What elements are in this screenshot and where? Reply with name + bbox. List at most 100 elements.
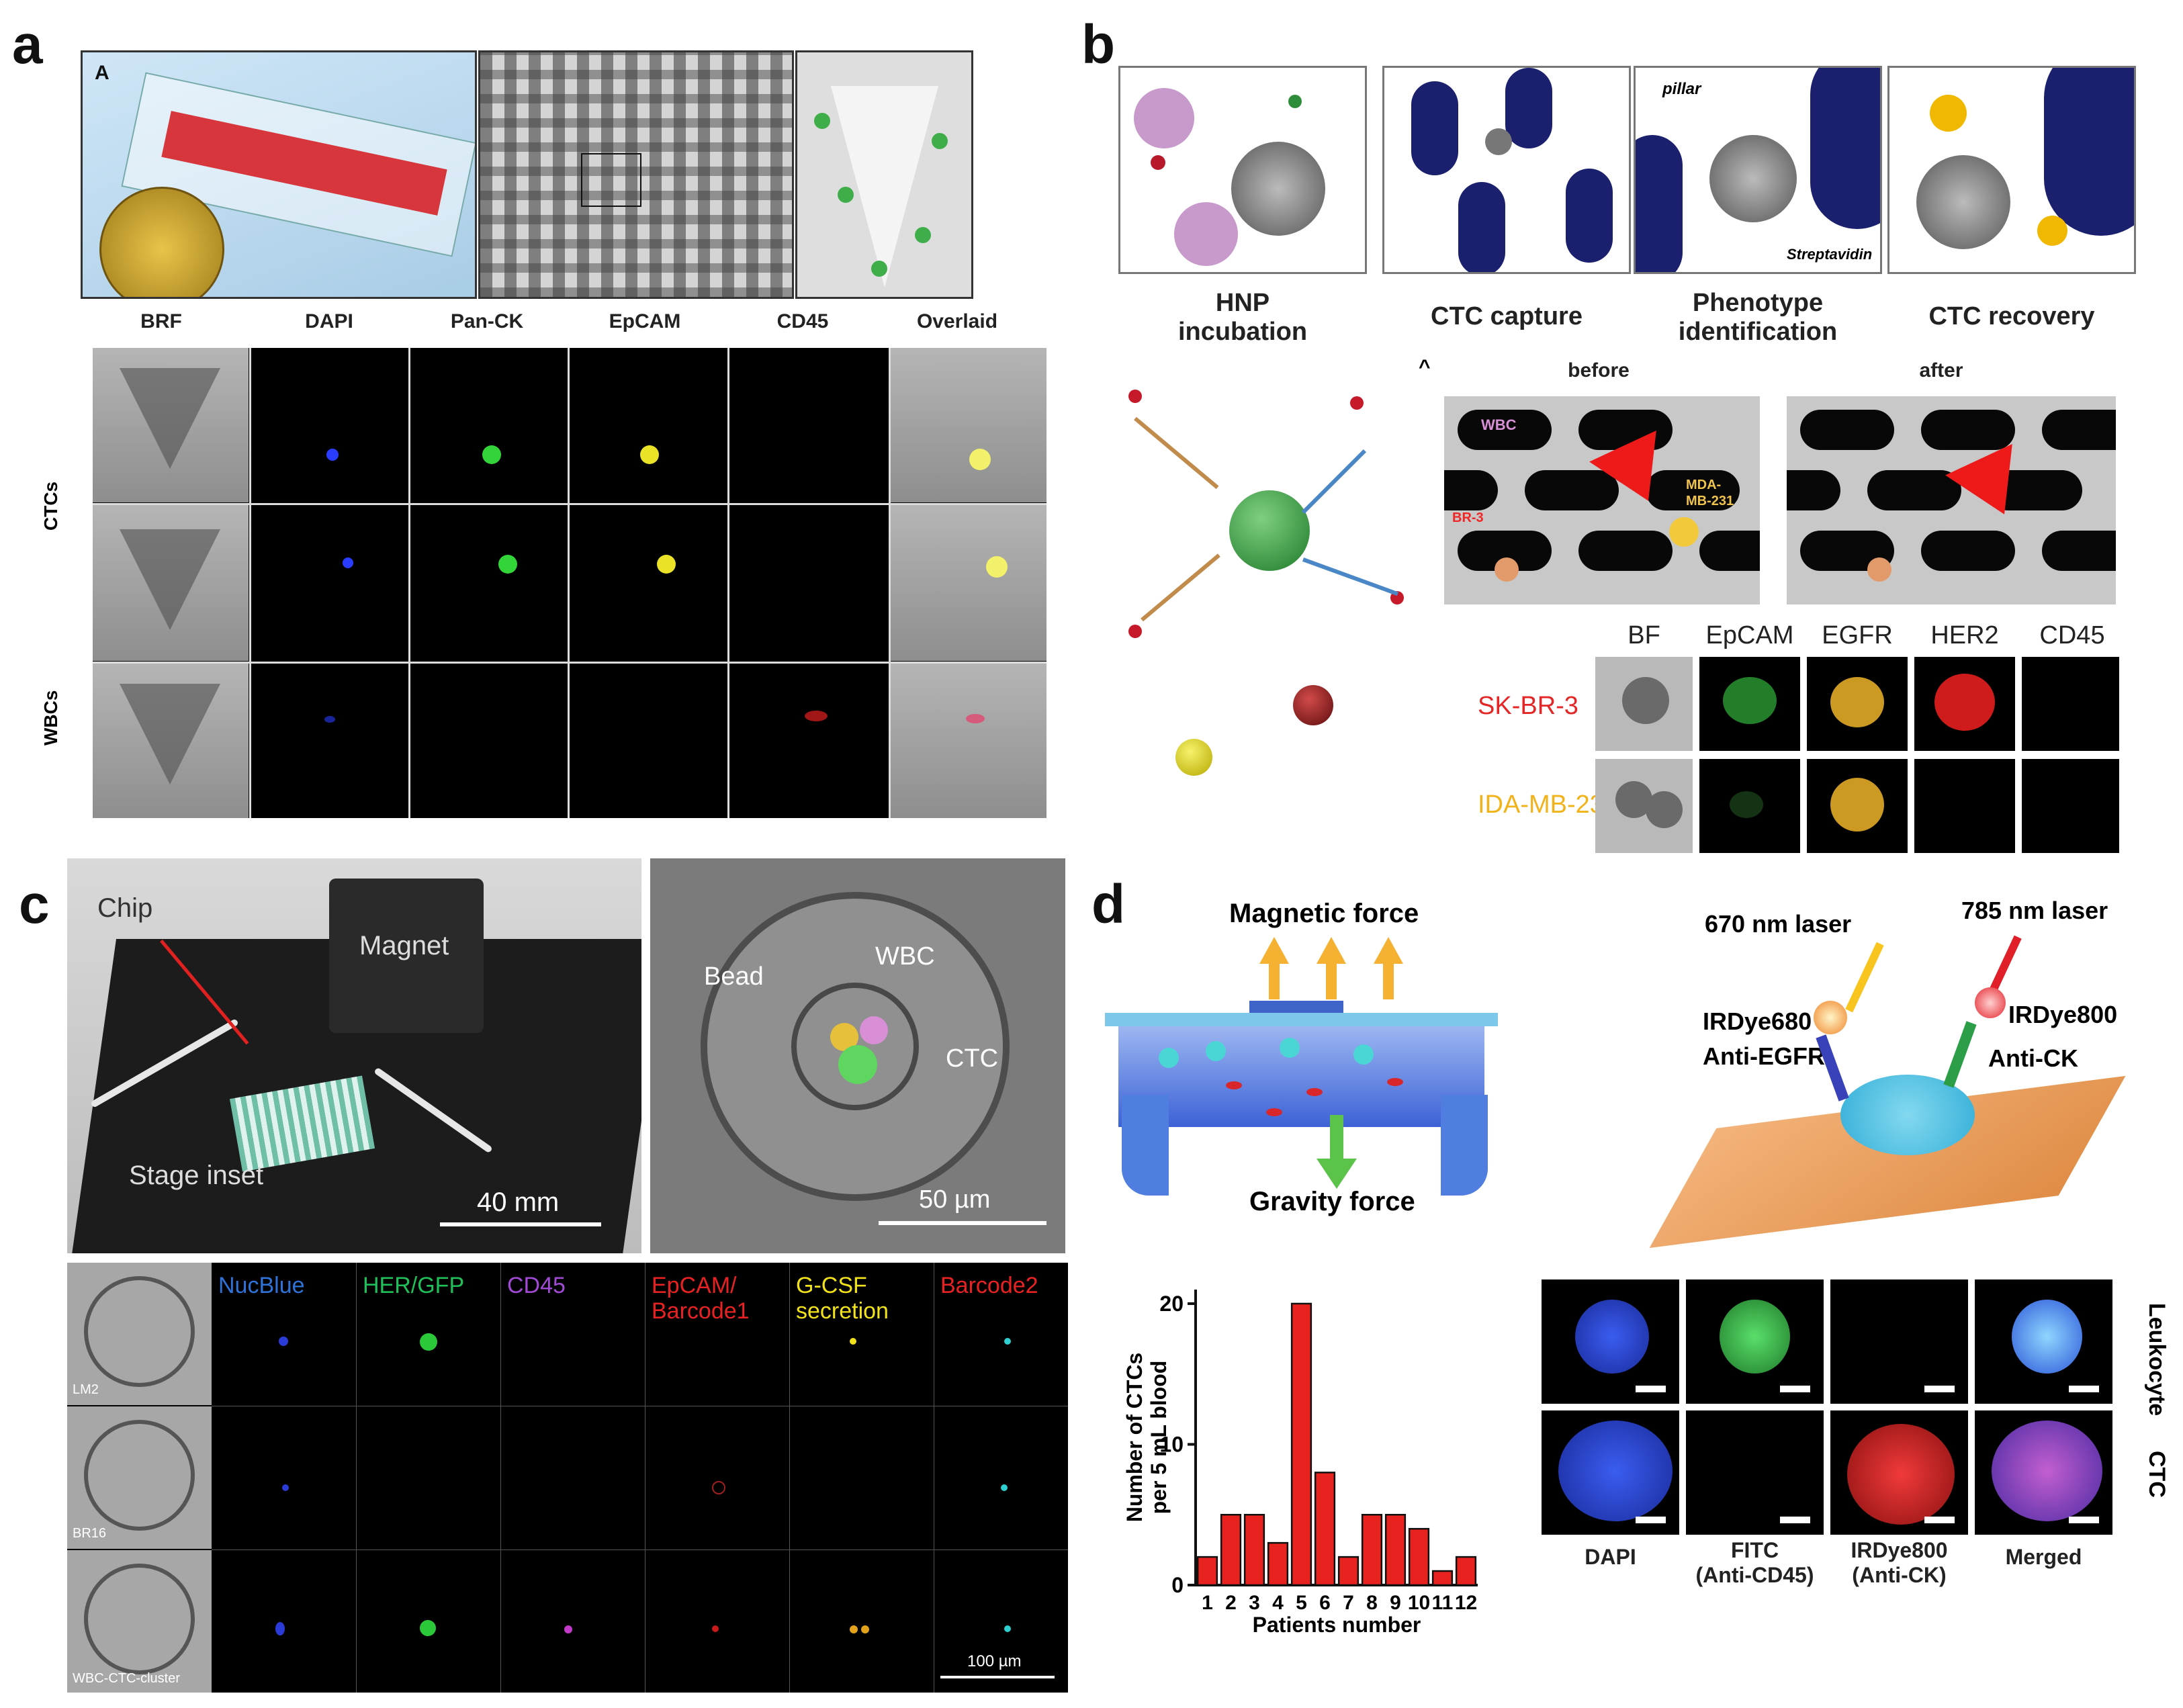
c-row-br16: BR16 [73, 1526, 107, 1541]
c-row-lm2: LM2 [73, 1382, 99, 1397]
hnp-schematic [1128, 390, 1417, 833]
dye680-glow [1814, 1001, 1847, 1034]
pillar-array-sem [478, 50, 794, 299]
bar-6 [1314, 1472, 1336, 1586]
bar-9 [1384, 1513, 1407, 1586]
a-header-dapi: DAPI [305, 310, 353, 332]
x-tick-label-6: 6 [1319, 1592, 1331, 1614]
b-row-mda: IDA-MB-231 [1478, 791, 1619, 819]
b-step-2-label: CTC capture [1431, 302, 1583, 330]
wbc-label-c: WBC [875, 942, 935, 971]
panel-label-b: b [1081, 14, 1116, 75]
b-header-her2: HER2 [1930, 621, 1999, 649]
bar-3 [1243, 1513, 1265, 1586]
panel-label-d: d [1092, 874, 1126, 935]
laser785-label: 785 nm laser [1961, 897, 2108, 924]
x-tick-label-2: 2 [1225, 1592, 1237, 1614]
laser-bolt-yellow [1845, 942, 1884, 1013]
mda-label: MDA- MB-231 [1686, 478, 1734, 508]
magnet-label: Magnet [359, 931, 449, 960]
b-step-1-label: HNP incubation [1177, 289, 1308, 346]
schematic-label-a: A [95, 62, 109, 84]
b-step-3-label: Phenotype identification [1678, 289, 1838, 346]
b-step-1-image [1118, 66, 1367, 274]
anti-ck-label: Anti-CK [1988, 1044, 2078, 1072]
br3-label: BR-3 [1452, 510, 1484, 525]
scale-50um: 50 µm [919, 1185, 991, 1214]
a-row-ctcs: CTCs [40, 481, 61, 531]
bar-11 [1431, 1570, 1454, 1586]
x-axis-title: Patients number [1253, 1613, 1421, 1637]
magnetic-chip-schematic [1105, 1001, 1501, 1196]
bar-10 [1408, 1527, 1430, 1586]
b-row-skbr3: SK-BR-3 [1478, 692, 1578, 720]
x-tick-label-4: 4 [1272, 1592, 1284, 1614]
b-header-bf: BF [1628, 621, 1660, 649]
a-row-wbcs: WBCs [40, 690, 61, 746]
a-header-brf: BRF [140, 310, 182, 332]
b-header-egfr: EGFR [1822, 621, 1893, 649]
coin [99, 187, 224, 297]
anti-egfr-label: Anti-EGFR [1703, 1042, 1825, 1070]
y-tick-label-0: 0 [1171, 1573, 1184, 1597]
bead-label: Bead [704, 962, 764, 991]
chip-photo: A [81, 50, 477, 299]
pillar-label: pillar [1662, 80, 1701, 98]
b-step-4-label: CTC recovery [1928, 302, 2095, 330]
x-tick-label-9: 9 [1390, 1592, 1401, 1614]
before-label: before [1568, 359, 1630, 381]
pillar-antibody-schematic [795, 50, 973, 299]
b-marker-grid [1595, 657, 2119, 853]
gravity-force-label: Gravity force [1249, 1187, 1415, 1216]
panel-label-a: a [12, 14, 43, 75]
scale-40mm: 40 mm [477, 1187, 560, 1217]
c-header-cd45: CD45 [507, 1273, 566, 1298]
scale-100um: 100 µm [967, 1652, 1022, 1670]
d-row-ctc: CTC [2144, 1451, 2170, 1498]
bar-5 [1290, 1302, 1312, 1586]
x-tick-label-10: 10 [1408, 1592, 1430, 1614]
d-col-fitc: FITC (Anti-CD45) [1695, 1538, 1814, 1587]
d-row-leukocyte: Leukocyte [2144, 1303, 2170, 1417]
d-col-merged: Merged [2005, 1545, 2082, 1569]
y-tick-label-2: 20 [1159, 1292, 1184, 1316]
stage-inset-label: Stage inset [129, 1161, 264, 1190]
bar-1 [1196, 1556, 1218, 1586]
a-image-grid [93, 348, 1046, 818]
c-header-hergfp: HER/GFP [363, 1273, 465, 1298]
c-header-epcam: EpCAM/ Barcode1 [652, 1273, 750, 1324]
bar-4 [1267, 1541, 1289, 1586]
laser670-label: 670 nm laser [1705, 910, 1852, 938]
ctc-label-c: CTC [946, 1044, 999, 1073]
y-tick-label-1: 10 [1159, 1432, 1184, 1456]
trap-micrograph: Bead WBC CTC 50 µm [650, 858, 1065, 1253]
before-micrograph: WBC MDA- MB-231 BR-3 [1444, 396, 1760, 604]
chip-label: Chip [97, 893, 153, 923]
b-header-cd45: CD45 [2039, 621, 2105, 649]
c-row-cluster: WBC-CTC-cluster [73, 1671, 180, 1686]
x-tick-label-8: 8 [1366, 1592, 1378, 1614]
irdye800-label: IRDye800 [2008, 1001, 2118, 1028]
b-step-2-image [1382, 66, 1631, 274]
chip-magnet-photo: Chip Magnet Stage inset 40 mm [67, 858, 641, 1253]
c-header-barcode2: Barcode2 [940, 1273, 1038, 1298]
bar-7 [1337, 1556, 1360, 1586]
bar-2 [1220, 1513, 1242, 1586]
x-tick-label-7: 7 [1343, 1592, 1354, 1614]
d-image-grid [1542, 1279, 2119, 1535]
dye800-glow [1975, 987, 2006, 1018]
x-tick-label-5: 5 [1296, 1592, 1307, 1614]
after-micrograph [1787, 396, 2116, 604]
d-col-dapi: DAPI [1585, 1545, 1636, 1569]
d-col-irdye800: IRDye800 (Anti-CK) [1851, 1538, 1948, 1587]
b-step-3-image: pillar Streptavidin [1634, 66, 1882, 274]
x-tick-label-3: 3 [1249, 1592, 1260, 1614]
c-image-grid: LM2 BR16 WBC-CTC-cluster NucBlue HER/GFP… [67, 1263, 1068, 1693]
a-header-cd45: CD45 [776, 310, 829, 332]
x-tick-label-1: 1 [1202, 1592, 1213, 1614]
magnetic-force-label: Magnetic force [1229, 899, 1419, 928]
a-header-overlaid: Overlaid [916, 310, 998, 332]
irdye680-label: IRDye680 [1703, 1007, 1812, 1035]
